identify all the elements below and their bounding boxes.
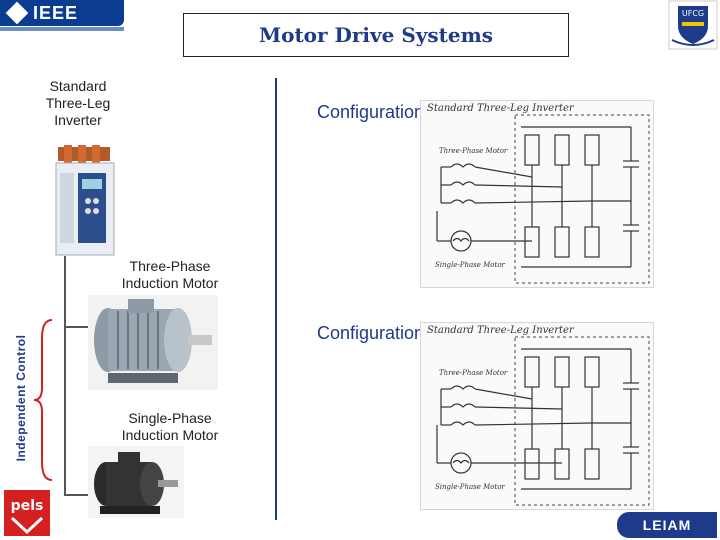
single-phase-motor-label: Single-Phase Induction Motor xyxy=(121,410,219,443)
slide-title: Motor Drive Systems xyxy=(183,13,569,57)
inverter-label: Standard Three-Leg Inverter xyxy=(45,78,111,128)
three-phase-motor-label: Three-Phase Induction Motor xyxy=(121,258,219,291)
ieee-diamond-icon xyxy=(5,1,29,25)
single-phase-motor-image xyxy=(88,446,184,518)
circuit-diagram-a: Standard Three-Leg Inverter Three-Phase … xyxy=(420,100,654,288)
svg-text:Single-Phase Motor: Single-Phase Motor xyxy=(435,483,506,491)
independent-control-label: Independent Control xyxy=(14,334,28,462)
three-phase-motor-image xyxy=(88,295,218,390)
leiam-logo: LEIAM xyxy=(617,512,717,538)
circuit-diagram-b: Standard Three-Leg Inverter Three-Phase … xyxy=(420,322,654,510)
brace-icon xyxy=(33,319,53,481)
ufcg-logo-icon: UFCG xyxy=(668,0,718,50)
pels-logo-icon: pels xyxy=(4,490,50,536)
divider xyxy=(275,78,277,520)
ieee-logo: IEEE xyxy=(0,0,124,31)
svg-text:Three-Phase Motor: Three-Phase Motor xyxy=(439,369,508,377)
svg-text:Single-Phase Motor: Single-Phase Motor xyxy=(435,261,506,269)
pels-text: pels xyxy=(11,498,44,514)
inverter-drive-image xyxy=(55,145,115,256)
ufcg-text: UFCG xyxy=(682,9,704,18)
svg-text:Three-Phase Motor: Three-Phase Motor xyxy=(439,147,508,155)
